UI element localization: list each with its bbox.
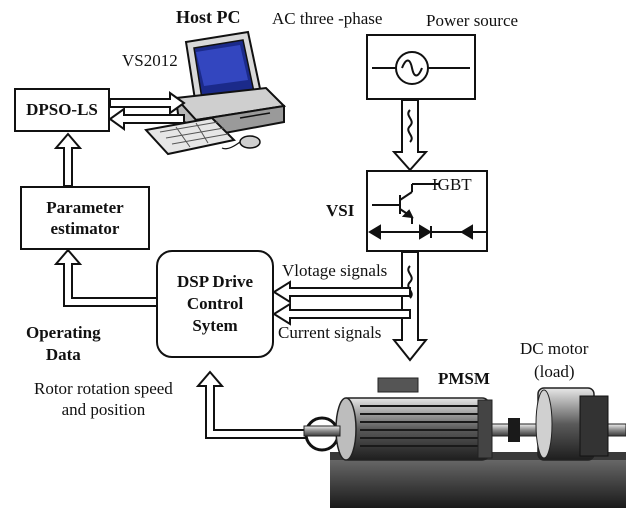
parameter-estimator-box: Parameter estimator <box>20 186 150 250</box>
vsi-label: VSI <box>326 201 355 220</box>
igbt-symbol <box>372 183 440 224</box>
dsp-line2: Control <box>186 293 244 313</box>
vsi-to-pmsm-arrow <box>391 251 429 362</box>
power-source-label: Power source <box>426 11 519 30</box>
power-phase-symbol <box>407 109 413 143</box>
dpso-ls-box: DPSO-LS <box>14 88 110 132</box>
diode-row <box>368 224 488 240</box>
dc-motor-line2: (load) <box>533 361 575 381</box>
dsp-line1: DSP Drive <box>176 271 254 291</box>
rotor-line2: and position <box>61 400 146 420</box>
dc-motor-line1: DC motor <box>520 339 589 358</box>
operating-line1: Operating <box>26 323 101 342</box>
current-signal-arrow <box>272 302 411 326</box>
host-pc-icon <box>144 30 287 156</box>
operating-data-arrow <box>53 248 159 307</box>
host-pc-label: Host PC <box>176 7 241 27</box>
estimator-to-dpso-arrow <box>53 132 83 187</box>
ac-three-phase-label: AC three -phase <box>272 9 383 28</box>
pmsm-label: PMSM <box>438 369 490 388</box>
dpso-ls-label: DPSO-LS <box>26 100 98 119</box>
operating-data-label: Operating Data <box>26 322 101 366</box>
voltage-signal-arrow <box>272 280 411 304</box>
rotor-line1: Rotor rotation speed <box>34 379 173 398</box>
vsi-box <box>366 170 488 252</box>
dsp-line3: Sytem <box>192 316 238 336</box>
dsp-drive-control-box: DSP Drive Control Sytem <box>156 250 274 358</box>
dc-motor-label: DC motor (load) <box>520 338 588 384</box>
parameter-estimator-line1: Parameter <box>46 197 124 217</box>
parameter-estimator-line2: estimator <box>50 219 120 238</box>
current-signals-label: Current signals <box>278 323 382 342</box>
voltage-signals-label: Vlotage signals <box>282 261 388 280</box>
ac-source-icon <box>372 51 470 85</box>
vs2012-label: VS2012 <box>122 51 178 70</box>
power-source-box <box>366 34 476 100</box>
motor-base <box>330 458 626 508</box>
coupling <box>508 418 520 442</box>
rotor-feedback-arrow <box>195 370 307 439</box>
igbt-label: IGBT <box>432 175 472 194</box>
vsi-phase-symbol <box>407 265 413 299</box>
pmsm-motor-icon <box>335 377 493 461</box>
rotor-speed-label: Rotor rotation speed and position <box>34 378 173 421</box>
pc-link-arrows <box>108 91 186 131</box>
dc-motor-icon <box>535 387 609 461</box>
operating-line2: Data <box>45 345 81 365</box>
